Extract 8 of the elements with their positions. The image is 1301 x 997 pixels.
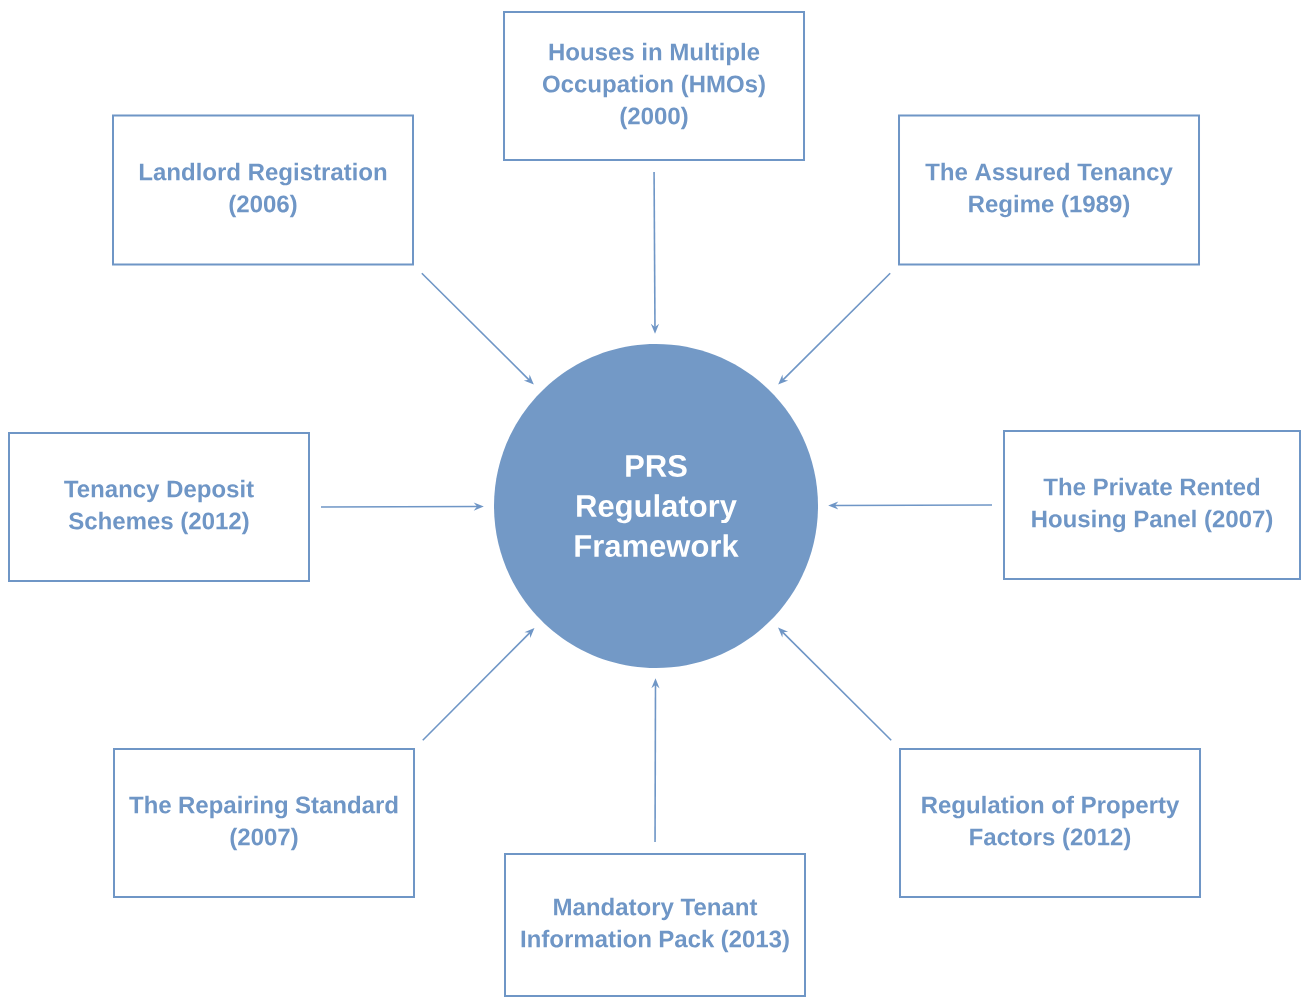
topic-box: Regulation of Property Factors (2012) — [899, 748, 1201, 898]
topic-box: The Private Rented Housing Panel (2007) — [1003, 430, 1301, 580]
topic-box: Houses in Multiple Occupation (HMOs) (2000) — [503, 11, 805, 161]
topic-box: The Assured Tenancy Regime (1989) — [898, 114, 1200, 266]
topic-box: The Repairing Standard (2007) — [113, 748, 415, 898]
topic-box: Tenancy Deposit Schemes (2012) — [8, 432, 310, 582]
topic-box: Landlord Registration (2006) — [112, 114, 414, 266]
topic-box: Mandatory Tenant Information Pack (2013) — [504, 853, 806, 997]
